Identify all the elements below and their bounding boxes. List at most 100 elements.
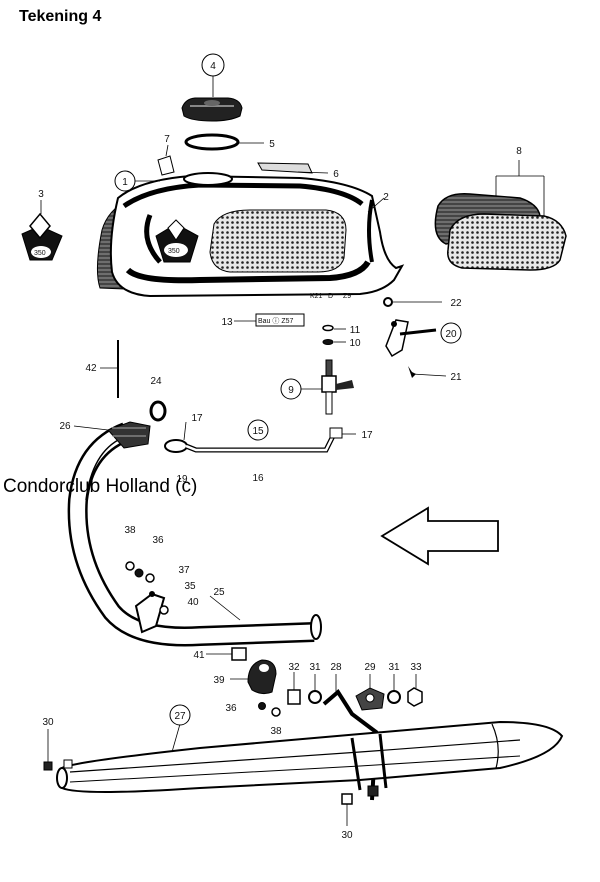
- watermark: Condorclub Holland (c): [3, 476, 198, 497]
- svg-text:38: 38: [270, 726, 282, 737]
- svg-text:16: 16: [252, 473, 264, 484]
- part-label-11: 11: [350, 325, 361, 336]
- svg-text:20: 20: [445, 329, 457, 340]
- part-label-32: 32: [288, 662, 300, 673]
- svg-text:22: 22: [450, 298, 462, 309]
- part-label-22: 22: [450, 298, 462, 309]
- svg-text:40: 40: [187, 597, 199, 608]
- svg-text:42: 42: [85, 363, 97, 374]
- part-label-30b: 30: [341, 830, 353, 841]
- nut-33: [407, 674, 423, 707]
- part-label-31a: 31: [309, 662, 321, 673]
- svg-text:17: 17: [361, 430, 373, 441]
- nut-38a: [125, 561, 135, 571]
- bolt-35: [149, 591, 155, 597]
- tank-clip: [157, 144, 175, 176]
- part-label-6: 6: [333, 169, 339, 180]
- part-label-25: 25: [213, 587, 225, 598]
- part-label-42: 42: [85, 363, 97, 374]
- tank-trim-strip: [257, 162, 329, 174]
- part-label-38b: 38: [270, 726, 282, 737]
- exhaust-pipe: [67, 421, 322, 647]
- svg-text:5: 5: [269, 139, 275, 150]
- svg-text:38: 38: [124, 525, 136, 536]
- part-label-36a: 36: [152, 535, 164, 546]
- svg-text:24: 24: [150, 376, 162, 387]
- seal-ring-11: [322, 324, 346, 332]
- part-label-17a: 17: [191, 413, 203, 424]
- bolt-32: [287, 672, 301, 705]
- part-label-13: 13: [221, 317, 233, 328]
- tank-stamp-left: K21: [310, 293, 323, 300]
- svg-text:33: 33: [410, 662, 422, 673]
- part-label-35: 35: [184, 581, 196, 592]
- part-label-41: 41: [193, 650, 205, 661]
- svg-text:9: 9: [288, 385, 294, 396]
- svg-text:31: 31: [309, 662, 321, 673]
- part-label-31b: 31: [388, 662, 400, 673]
- part-label-2: 2: [383, 192, 389, 203]
- tank-stamp-mid: D: [328, 293, 333, 300]
- fuel-tank: 350 K21 D Z9: [96, 172, 405, 300]
- part-label-19: 19: [176, 474, 188, 485]
- part-label-27: 27: [169, 704, 191, 726]
- nut-37: [145, 573, 155, 583]
- part-label-16: 16: [252, 473, 264, 484]
- svg-text:37: 37: [178, 565, 190, 576]
- fuel-tap: [301, 359, 354, 415]
- bracket-20: [385, 319, 437, 358]
- drawing-title: Tekening 4: [19, 8, 102, 25]
- part-labels: 4 7 5 1 6 8 3 2 22 13 11 20 10 42 24 9 2…: [38, 53, 522, 841]
- svg-text:30: 30: [341, 830, 353, 841]
- part-label-37: 37: [178, 565, 190, 576]
- svg-text:36: 36: [225, 703, 237, 714]
- part-label-15: 15: [247, 419, 269, 441]
- part-label-7: 7: [164, 134, 170, 145]
- type-plate-text: Bau ⓘ Z57: [258, 317, 294, 325]
- tank-badge-text: 350: [168, 248, 180, 255]
- rubber-mount-29: [355, 674, 385, 711]
- silencer: [56, 720, 564, 793]
- fuel-cap: [181, 97, 243, 122]
- svg-text:25: 25: [213, 587, 225, 598]
- part-label-9: 9: [280, 378, 302, 400]
- svg-text:29: 29: [364, 662, 376, 673]
- part-label-36b: 36: [225, 703, 237, 714]
- part-label-3: 3: [38, 189, 44, 200]
- direction-arrow: [380, 506, 499, 566]
- washer-22: [383, 297, 442, 307]
- svg-text:10: 10: [349, 338, 361, 349]
- part-label-29: 29: [364, 662, 376, 673]
- part-label-26: 26: [59, 421, 71, 432]
- svg-text:19: 19: [176, 474, 188, 485]
- part-label-38a: 38: [124, 525, 136, 536]
- svg-text:7: 7: [164, 134, 170, 145]
- part-label-20: 20: [440, 322, 462, 344]
- emblem-text: 350: [34, 250, 46, 257]
- svg-text:39: 39: [213, 675, 225, 686]
- svg-text:1: 1: [122, 177, 128, 188]
- svg-text:6: 6: [333, 169, 339, 180]
- svg-text:41: 41: [193, 650, 205, 661]
- part-label-21: 21: [450, 372, 462, 383]
- bracket-39: [230, 659, 277, 695]
- svg-text:13: 13: [221, 317, 233, 328]
- svg-text:30: 30: [42, 717, 54, 728]
- svg-text:26: 26: [59, 421, 71, 432]
- svg-text:31: 31: [388, 662, 400, 673]
- svg-text:36: 36: [152, 535, 164, 546]
- svg-text:4: 4: [210, 61, 216, 72]
- nut-36b: [258, 702, 266, 710]
- part-label-1: 1: [114, 170, 136, 192]
- part-label-30a: 30: [42, 717, 54, 728]
- washer-31a: [308, 674, 322, 704]
- part-label-8: 8: [516, 146, 522, 157]
- part-label-17b: 17: [361, 430, 373, 441]
- svg-text:2: 2: [383, 192, 389, 203]
- svg-text:28: 28: [330, 662, 342, 673]
- svg-text:8: 8: [516, 146, 522, 157]
- knee-pads: [434, 160, 567, 271]
- bolt-30a: [43, 729, 73, 771]
